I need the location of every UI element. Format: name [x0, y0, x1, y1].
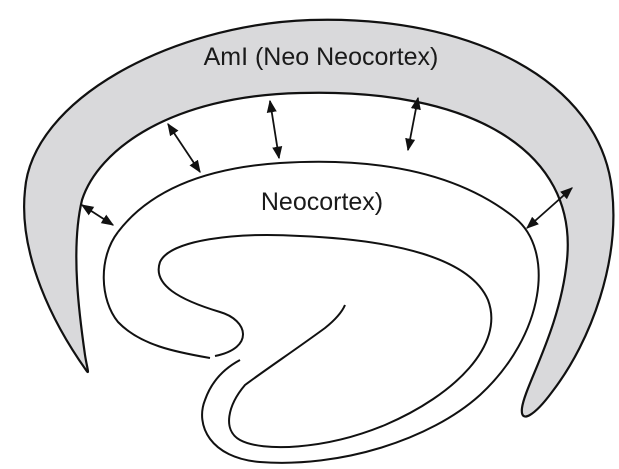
- neocortex-label: Neocortex): [261, 188, 383, 216]
- arrow-5: [526, 187, 573, 229]
- arrow-3: [266, 99, 283, 160]
- neocortex-outline-outer: [117, 160, 540, 464]
- outer-cortex-band: [23, 18, 615, 418]
- neocortex-outline-lower-left: [102, 231, 211, 359]
- arrow-1: [80, 204, 115, 226]
- outer-band-label: AmI (Neo Neocortex): [204, 43, 439, 71]
- arrow-4: [405, 96, 421, 152]
- arrow-2: [167, 122, 201, 174]
- neocortex-inner-fold: [157, 234, 493, 449]
- connection-arrows: [80, 96, 573, 229]
